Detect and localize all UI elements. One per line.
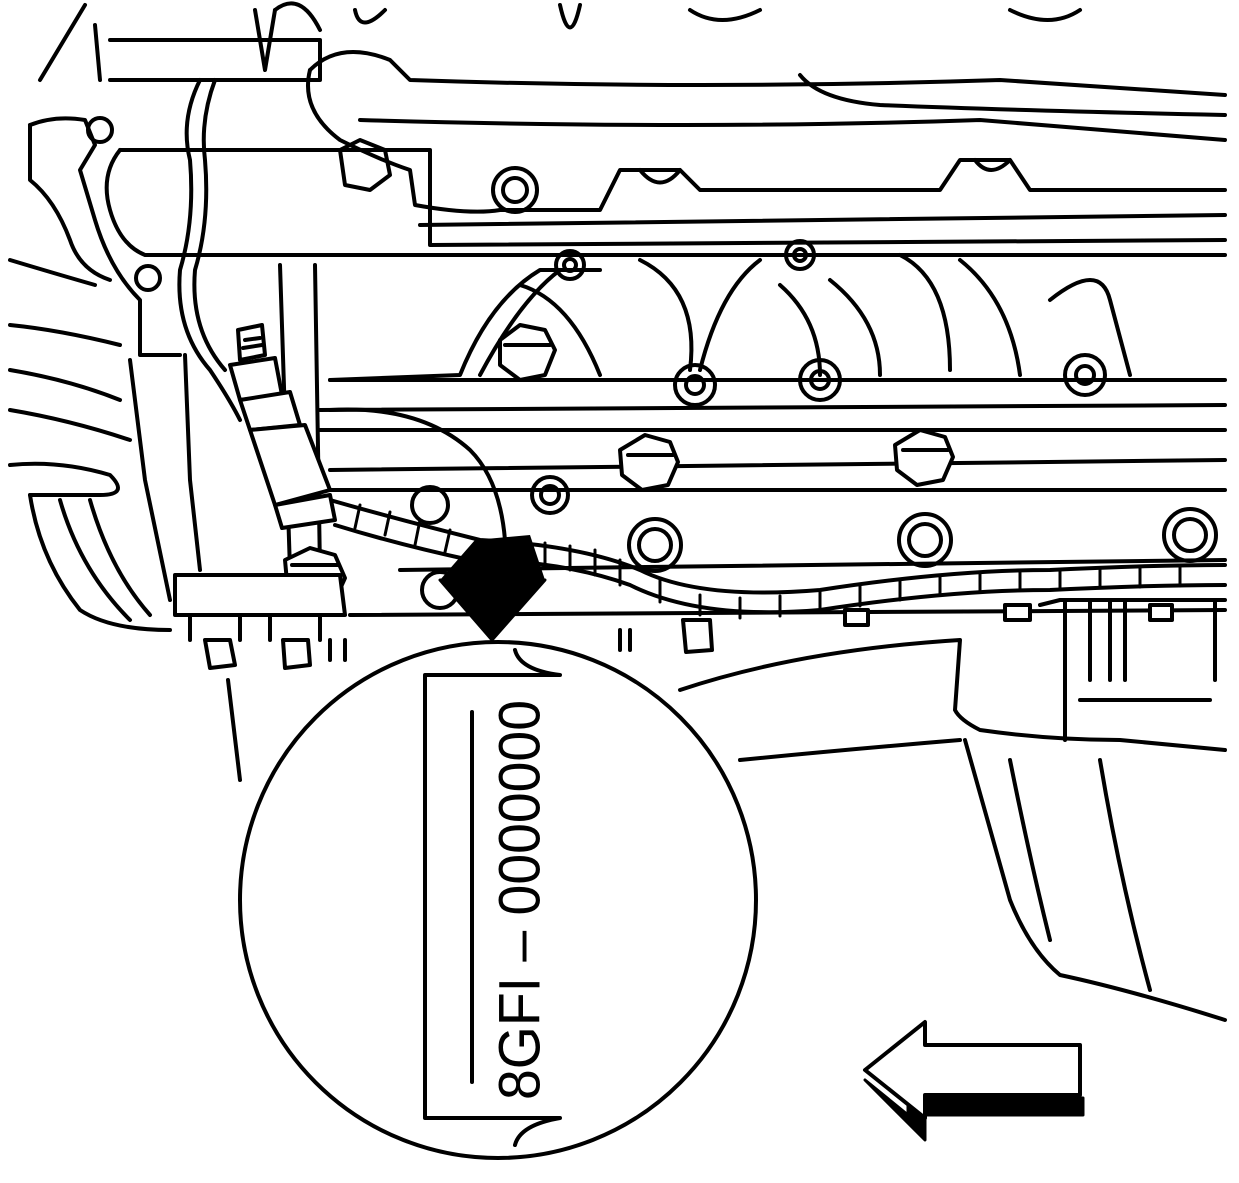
magnified-detail-circle <box>238 640 758 1160</box>
knock-sensor <box>228 323 337 530</box>
fuel-rail <box>104 148 1227 257</box>
mounting-points <box>410 239 1218 610</box>
serial-number-label: 8GFI – 0000000 <box>488 700 553 1100</box>
intake-ribs <box>318 253 1227 617</box>
direction-arrow-icon <box>863 1020 1085 1142</box>
callout-arrow-icon <box>328 407 547 642</box>
cylinder-head <box>38 1 1227 214</box>
oil-pan <box>173 573 1227 1022</box>
wiring-harness <box>177 78 1227 620</box>
